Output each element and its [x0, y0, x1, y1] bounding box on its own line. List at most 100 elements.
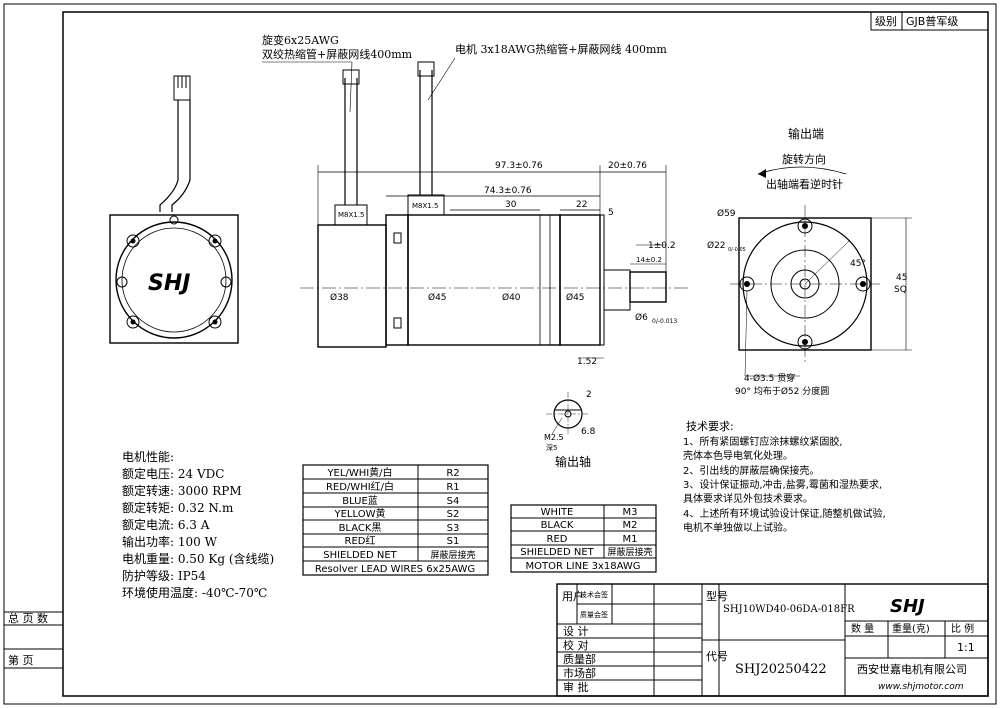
perf-row: 额定转速: 3000 RPM: [122, 483, 242, 498]
title-block: 用户 技术会签 质量会签 设 计 校 对 质量部 市场部 审 批 型号 SHJ1…: [556, 583, 989, 697]
motor-callout: 电机 3x18AWG热缩管+屏蔽网线 400mm: [455, 42, 667, 56]
grade-label: 级别: [875, 15, 897, 28]
tb-tech-sign: 技术会签: [580, 590, 608, 599]
perf-row: 防护等级: IP54: [122, 568, 206, 583]
motor-color: WHITE: [541, 507, 574, 518]
resolver-color: RED红: [345, 534, 376, 547]
perf-row: 额定转矩: 0.32 N.m: [122, 500, 234, 515]
tb-role: 质量部: [563, 652, 596, 666]
tech-item: 电机不单独做以上试验。: [683, 521, 793, 534]
dim-152: 1.52: [577, 357, 597, 367]
shaft-title: 输出轴: [555, 454, 591, 469]
tech-title: 技术要求:: [686, 420, 734, 433]
side-view: M8X1.5 M8X1.5 Ø38 Ø45 Ø40 Ø45 Ø6 0/-0.01…: [300, 61, 690, 367]
perf-row: 电机重量: 0.50 Kg (含线缆): [122, 551, 274, 566]
tb-website: www.shjmotor.com: [878, 682, 964, 692]
resolver-pin: R1: [446, 482, 459, 493]
rotation-note: 出轴端看逆时针: [766, 177, 843, 191]
resolver-color: RED/WHI红/白: [326, 480, 394, 493]
resolver-footer: Resolver LEAD WIRES 6x25AWG: [315, 564, 475, 575]
dim-phi6-tol: 0/-0.013: [652, 318, 677, 325]
tech-item: 1、所有紧固螺钉应涂抹螺纹紧固胶,: [683, 435, 843, 448]
motor-wire-table: WHITE M3 BLACK M2 RED M1 SHIELDED NET 屏蔽…: [510, 504, 657, 573]
tb-weight: 重量(克): [892, 622, 930, 635]
dim-74: 74.3±0.76: [484, 186, 532, 196]
dim-30: 30: [505, 200, 517, 210]
perf-row: 环境使用温度: -40℃-70℃: [122, 585, 267, 600]
gland-a-label: M8X1.5: [338, 211, 364, 219]
dim-22: 22: [576, 200, 587, 210]
total-pages-label: 总 页 数: [8, 611, 48, 625]
tb-ratio: 1:1: [957, 641, 975, 654]
resolver-pin: S4: [447, 496, 460, 507]
motor-color: BLACK: [541, 520, 574, 531]
end-phi22: Ø22: [707, 240, 726, 251]
resolver-callout-1: 旋变6x25AWG: [262, 33, 339, 47]
resolver-color: SHIELDED NET: [323, 550, 397, 561]
rear-view: SHJ: [109, 75, 239, 344]
tb-quality-sign: 质量会签: [580, 610, 608, 619]
output-end-view: 输出端 旋转方向 出轴端看逆时针 Ø59 Ø22 0/-0.05 45° 45 …: [707, 126, 912, 397]
tb-model-label: 型号: [706, 589, 728, 603]
tb-role: 校 对: [563, 638, 589, 652]
dim-1: 1±0.2: [648, 241, 676, 251]
tech-item: 2、引出线的屏蔽层确保接壳。: [683, 464, 819, 477]
motor-color: RED: [547, 534, 568, 545]
shaft-detail: 2 6.8 M2.5 深5 输出轴: [544, 390, 596, 469]
tech-item: 壳体本色导电氧化处理。: [683, 449, 793, 462]
tech-item: 4、上述所有环境试验设计保证,随整机做试验,: [683, 507, 886, 520]
resolver-color: BLACK黑: [339, 522, 382, 534]
tb-code-label: 代号: [706, 650, 728, 663]
dim-20: 20±0.76: [608, 161, 647, 171]
rotation-label: 旋转方向: [782, 152, 826, 166]
motor-pin: 屏蔽层接壳: [607, 546, 652, 558]
perf-title: 电机性能:: [122, 450, 174, 464]
shaft-thread: M2.5: [544, 433, 564, 442]
dim-14: 14±0.2: [636, 256, 662, 264]
end-angle: 45°: [850, 259, 866, 269]
side-page-block: 总 页 数 第 页: [4, 611, 63, 669]
end-sq45: 45: [896, 273, 907, 283]
resolver-pin: R2: [446, 468, 459, 479]
tb-role: 市场部: [563, 666, 596, 680]
resolver-wire-table: YEL/WHI黄/白 R2 RED/WHI红/白 R1 BLUE蓝 S4 YEL…: [302, 464, 489, 576]
shaft-dim2: 2: [586, 390, 592, 400]
dim-97: 97.3±0.76: [495, 161, 543, 171]
resolver-pin: S2: [447, 509, 460, 520]
resolver-pin: S3: [447, 523, 460, 534]
dim-5: 5: [608, 208, 614, 218]
end-phi59: Ø59: [717, 208, 736, 219]
resolver-color: YELLOW黄: [334, 507, 386, 520]
end-phi22-tol: 0/-0.05: [728, 247, 746, 253]
tb-logo: SHJ: [890, 596, 925, 617]
dim-phi38: Ø38: [330, 292, 349, 303]
motor-footer: MOTOR LINE 3x18AWG: [525, 561, 640, 572]
tb-model: SHJ10WD40-06DA-018FR: [723, 604, 855, 615]
tech-item: 具体要求详见外包技术要求。: [683, 492, 813, 505]
motor-color: SHIELDED NET: [520, 547, 594, 558]
motor-performance: 电机性能: 额定电压: 24 VDC 额定转速: 3000 RPM 额定转矩: …: [122, 450, 274, 600]
rear-logo: SHJ: [148, 271, 190, 296]
tb-ratio-label: 比 例: [951, 622, 974, 635]
gland-b-label: M8X1.5: [412, 202, 438, 210]
grade-value: GJB普军级: [906, 14, 958, 28]
resolver-pin: 屏蔽层接壳: [430, 549, 475, 561]
tb-user: 用户: [562, 589, 584, 603]
tb-company: 西安世嘉电机有限公司: [857, 662, 967, 676]
perf-row: 输出功率: 100 W: [122, 534, 218, 549]
perf-row: 额定电流: 6.3 A: [122, 517, 210, 532]
tb-code: SHJ20250422: [735, 662, 827, 677]
perf-row: 额定电压: 24 VDC: [122, 466, 224, 481]
resolver-callout-2: 双绞热缩管+屏蔽网线400mm: [262, 47, 413, 61]
end-view-title: 输出端: [788, 126, 824, 141]
shaft-dim68: 6.8: [581, 427, 596, 437]
end-sq-label: SQ: [894, 285, 907, 295]
dim-phi6: Ø6: [635, 312, 648, 323]
dim-phi45a: Ø45: [428, 292, 447, 303]
grade-box: 级别 GJB普军级: [870, 11, 989, 31]
end-holes-note: 90° 均布于Ø52 分度圆: [735, 385, 829, 397]
motor-pin: M3: [623, 507, 638, 518]
shaft-depth: 深5: [546, 443, 557, 452]
motor-pin: M2: [623, 520, 638, 531]
